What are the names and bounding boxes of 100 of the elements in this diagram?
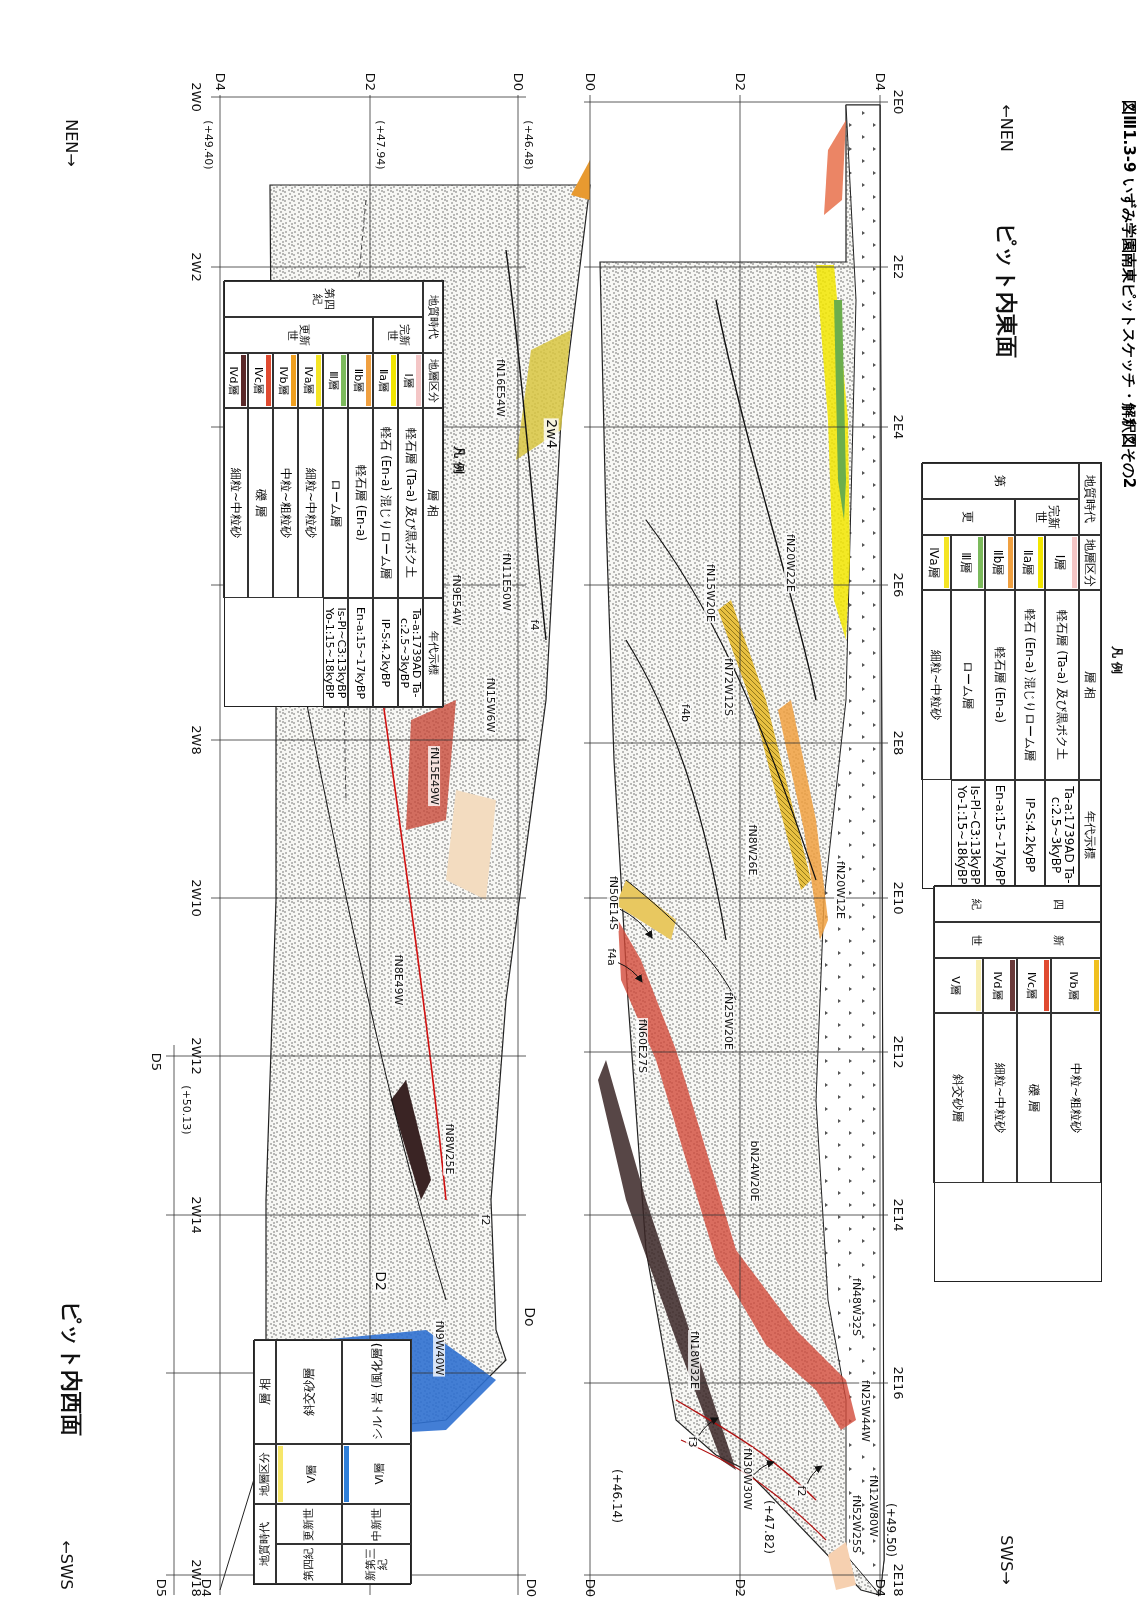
grid-label: 2W12 <box>188 1037 204 1075</box>
grid-label: D0 <box>582 1578 598 1598</box>
layer-name: Ⅱb層 <box>990 549 1006 576</box>
leader-line <box>617 962 643 983</box>
column-header: 層 相 <box>423 408 443 598</box>
layer-description: ローム層 <box>951 590 985 780</box>
direction-label: ←NEN <box>997 104 1015 152</box>
elevation-label: (+49.50) <box>883 1503 897 1557</box>
elevation-label: (+46.14) <box>609 1469 623 1523</box>
grid-label: 2E6 <box>890 572 906 598</box>
layer-description: 細粒~中粒砂 <box>223 408 248 598</box>
grid-label: D5 <box>148 1052 164 1072</box>
geologic-period: 紀 <box>970 898 982 910</box>
fault-label: f3 <box>685 1435 699 1449</box>
grid-label: D4 <box>872 1578 888 1598</box>
grid-label: 2E8 <box>890 730 906 756</box>
geologic-period: 新 <box>1052 934 1064 946</box>
grid-label: D2 <box>362 72 378 92</box>
grid-label: 2E14 <box>890 1198 906 1232</box>
layer-name: Ⅰ層 <box>1052 554 1068 571</box>
layer-description: 軽石 (En-a) 混じりローム層 <box>1015 590 1045 780</box>
layer-name: Ⅳa層 <box>300 366 316 395</box>
layer-name: Ⅳa層 <box>926 547 942 578</box>
layer-description: 礫 層 <box>248 408 273 598</box>
layer-description: 斜交砂層 <box>933 1013 983 1183</box>
layer-name: Ⅰ層 <box>400 373 416 388</box>
geologic-period: 完新世 <box>373 317 423 353</box>
grid-label: 2E4 <box>890 414 906 440</box>
geologic-period: 第四紀 <box>223 281 423 317</box>
grid-label: D0 <box>582 72 598 92</box>
layer-name: Ⅵ層 <box>371 1463 387 1485</box>
grid-label: 2E0 <box>890 89 906 115</box>
handwritten-label: D2 <box>372 1270 388 1292</box>
grid-label: D0 <box>523 1578 539 1598</box>
grid-label: D2 <box>732 72 748 92</box>
grid-label: 2E16 <box>890 1366 906 1400</box>
geologic-period: 四 <box>1052 898 1064 910</box>
elevation-label: (+49.40) <box>201 120 215 170</box>
leader-line <box>619 908 653 939</box>
panel-title: ピット内東面 <box>993 222 1019 358</box>
grid-label: 2E10 <box>890 881 906 915</box>
geologic-period: 更新世 <box>276 1504 342 1544</box>
grid-label: 2E12 <box>890 1035 906 1069</box>
legend-title: 凡 例 <box>451 445 465 475</box>
grid-label: D4 <box>872 72 888 92</box>
age-marker: IP-S:4.2kyBP <box>373 598 398 708</box>
layer-description: 軽石 (En-a) 混じりローム層 <box>373 408 398 598</box>
grid-label: 2W0 <box>188 82 204 112</box>
elevation-label: (+50.13) <box>179 1085 193 1135</box>
grid-label: 2W10 <box>188 879 204 917</box>
geologic-period: 更新世 <box>223 317 373 353</box>
direction-label: NEN→ <box>62 119 80 167</box>
layer-description: 細粒~中粒砂 <box>921 590 951 780</box>
layer-name: Ⅳd層 <box>225 366 241 395</box>
grid-label: 2W14 <box>188 1196 204 1234</box>
geologic-period: 中新世 <box>342 1504 412 1544</box>
layer-description: 礫 層 <box>1017 1013 1051 1183</box>
geologic-period: 完新世 <box>1015 499 1079 535</box>
layer-description: 軽石層 (En-a) <box>985 590 1015 780</box>
layer-name: Ⅳd層 <box>990 971 1006 1000</box>
grid-label: 2W2 <box>188 252 204 282</box>
grid-label: D4 <box>212 72 228 92</box>
layer-description: 中粒~粗粒砂 <box>273 408 298 598</box>
column-header: 層 相 <box>1079 590 1101 780</box>
age-marker: En-a:15~17kyBP <box>348 598 373 708</box>
layer-name: Ⅱb層 <box>350 368 366 393</box>
figure-title: 図Ⅲ1.3-9 いずみ学園南東ピットスケッチ・解釈図その2 <box>1119 100 1138 489</box>
column-header: 層 相 <box>254 1339 276 1444</box>
grid-label: 2E2 <box>890 254 906 280</box>
grid-label: D5 <box>153 1578 169 1598</box>
column-header: 地質時代 <box>423 281 443 353</box>
geologic-period: 第四紀 <box>276 1544 342 1584</box>
elevation-label: (+47.94) <box>373 120 387 170</box>
layer-description: ローム層 <box>323 408 348 598</box>
panel-title: ピット内西面 <box>58 1300 84 1436</box>
layer-description: 軽石層 (Ta-a) 及び黒ボク土 <box>398 408 423 598</box>
geologic-period: 更 <box>921 499 1015 535</box>
layer-description: 細粒~中粒砂 <box>298 408 323 598</box>
layer-name: Ⅴ層 <box>948 976 964 995</box>
geologic-period: 第 <box>921 463 1079 499</box>
layer-name: Ⅱa層 <box>1020 549 1036 576</box>
column-header: 地層区分 <box>423 353 443 408</box>
layer-name: Ⅱa層 <box>375 368 391 393</box>
grid-label: D2 <box>732 1578 748 1598</box>
column-header: 年代示標 <box>423 598 443 708</box>
grid-label: D0 <box>510 72 526 92</box>
elevation-label: (+46.48) <box>521 120 535 170</box>
handwritten-label: 2w4 <box>543 418 559 450</box>
leader-line <box>698 1417 719 1436</box>
legend-title: 凡 例 <box>1109 645 1123 675</box>
grid-label: 2E18 <box>890 1563 906 1597</box>
layer-description: 軽石層 (Ta-a) 及び黒ボク土 <box>1045 590 1079 780</box>
column-header: 地質時代 <box>254 1504 276 1584</box>
layer-name: Ⅲ層 <box>958 552 974 573</box>
layer-name: Ⅳb層 <box>1066 971 1082 1000</box>
column-header: 地層区分 <box>254 1444 276 1504</box>
geologic-period: 世 <box>970 934 982 946</box>
layer-name: Ⅴ層 <box>303 1464 319 1484</box>
direction-label: SWS→ <box>997 1535 1015 1585</box>
column-header: 地層区分 <box>1079 535 1101 590</box>
